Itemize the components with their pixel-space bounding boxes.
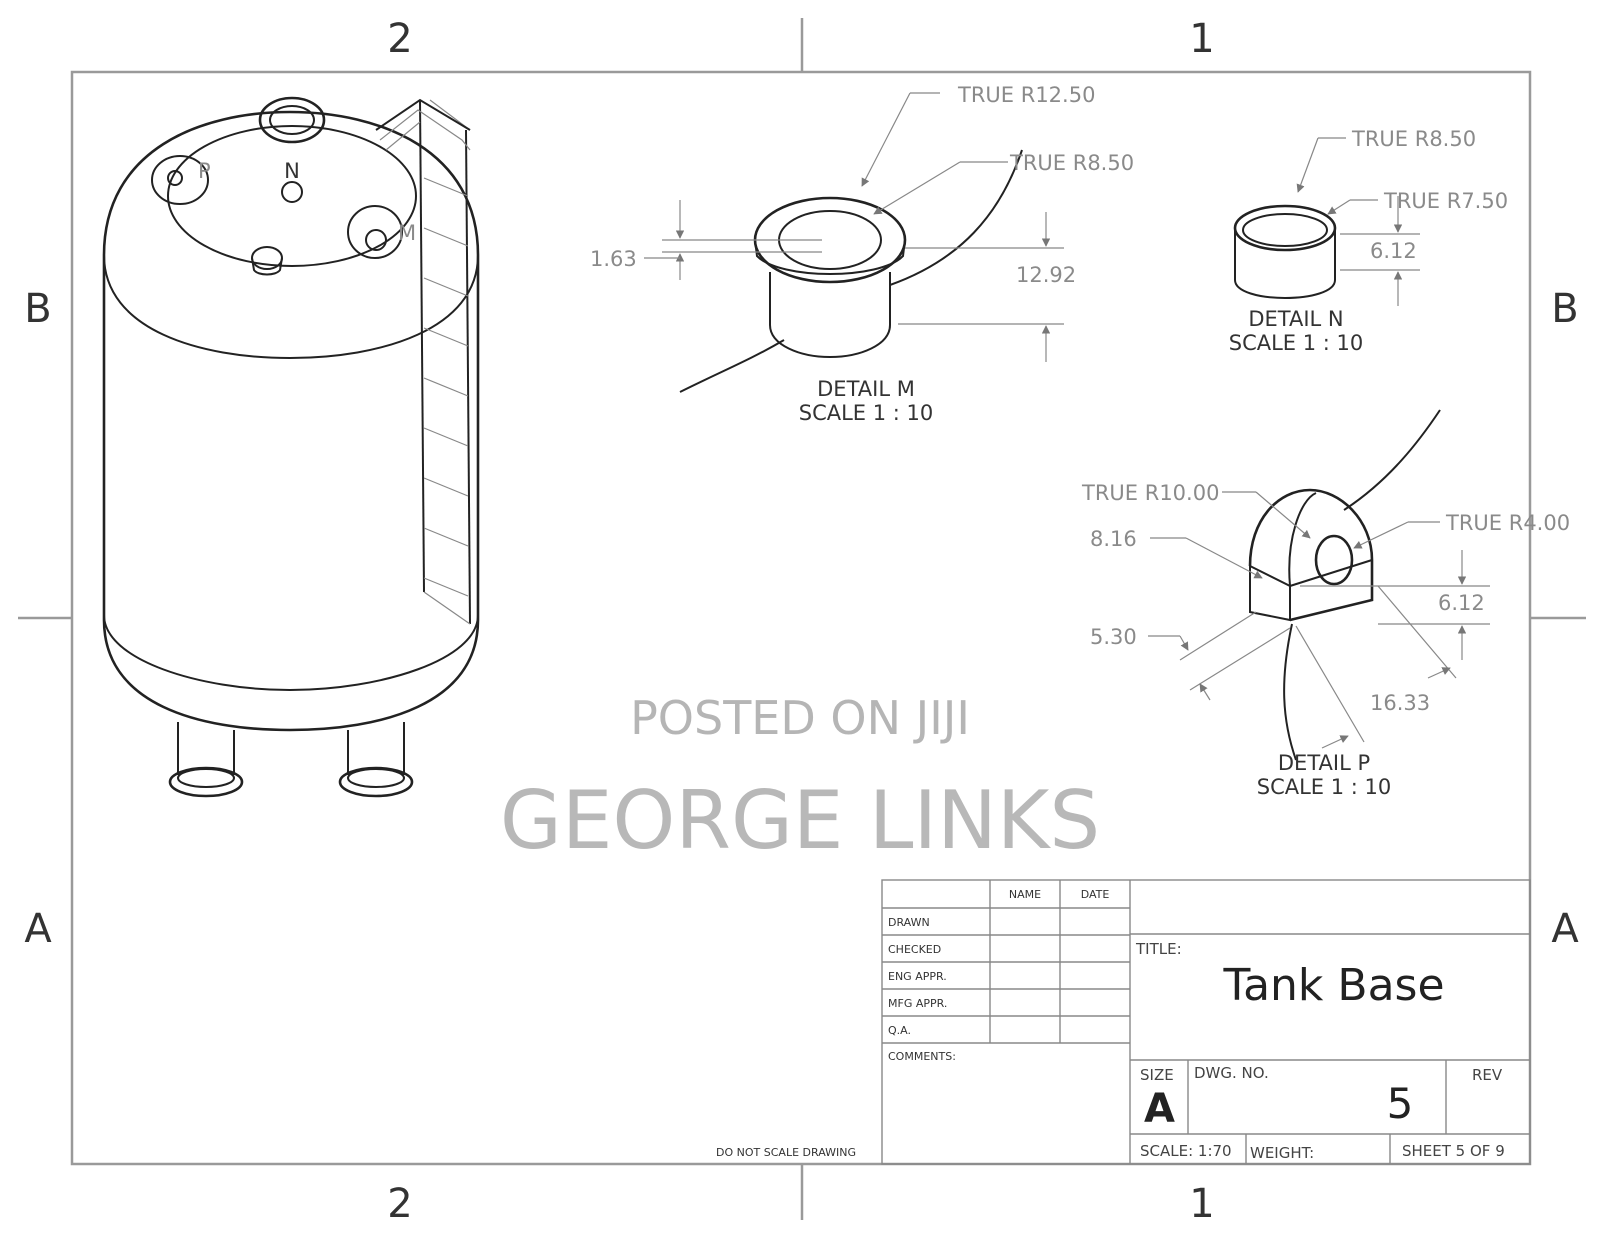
detail-n: TRUE R8.50 TRUE R7.50 6.12 DETAIL N SCAL… — [1229, 127, 1508, 355]
detail-m-dim-flange: 1.63 — [590, 247, 637, 271]
detail-n-r-outer: TRUE R8.50 — [1351, 127, 1476, 151]
watermark-brand: GEORGE LINKS — [500, 774, 1100, 867]
do-not-scale-note: DO NOT SCALE DRAWING — [716, 1146, 856, 1159]
zone-label-right-a: A — [1551, 906, 1579, 952]
tb-sheet: SHEET 5 OF 9 — [1402, 1142, 1505, 1160]
tb-size-label: SIZE — [1140, 1066, 1174, 1084]
tb-scale: SCALE: 1:70 — [1140, 1142, 1232, 1160]
tb-row-qa: Q.A. — [888, 1024, 911, 1037]
tank-isometric-view: N P M — [102, 96, 480, 798]
tb-title: Tank Base — [1222, 960, 1444, 1011]
detail-p-scale: SCALE 1 : 10 — [1257, 775, 1392, 799]
tb-row-mfg-appr: MFG APPR. — [888, 997, 947, 1010]
tb-weight: WEIGHT: — [1250, 1144, 1314, 1162]
detail-p-r-hole: TRUE R4.00 — [1445, 511, 1570, 535]
zone-ticks — [18, 18, 1586, 1220]
port-label-n: N — [284, 159, 300, 183]
tb-row-eng-appr: ENG APPR. — [888, 970, 947, 983]
detail-p-dim-b: 5.30 — [1090, 625, 1137, 649]
tb-row-checked: CHECKED — [888, 943, 941, 956]
tb-row-drawn: DRAWN — [888, 916, 930, 929]
tb-col-name: NAME — [1009, 888, 1041, 901]
detail-n-title: DETAIL N — [1248, 307, 1343, 331]
zone-label-left-a: A — [24, 906, 52, 952]
watermark-posted: POSTED ON JIJI — [630, 691, 970, 745]
zone-label-right-b: B — [1551, 286, 1578, 332]
detail-m-scale: SCALE 1 : 10 — [799, 401, 934, 425]
title-block: NAME DATE DRAWN CHECKED ENG APPR. MFG AP… — [881, 879, 1531, 1165]
detail-m-title: DETAIL M — [817, 377, 915, 401]
zone-label-bottom-2: 2 — [387, 1181, 412, 1227]
zone-label-bottom-1: 1 — [1189, 1181, 1214, 1227]
tb-col-date: DATE — [1081, 888, 1110, 901]
tank-legs — [168, 722, 414, 798]
tank-ladder — [375, 98, 471, 625]
detail-n-r-inner: TRUE R7.50 — [1383, 189, 1508, 213]
port-label-m: M — [398, 221, 416, 245]
detail-m-dim-height: 12.92 — [1016, 263, 1076, 287]
detail-m-r-inner: TRUE R8.50 — [1009, 151, 1134, 175]
tb-dwg-no: 5 — [1387, 1079, 1414, 1128]
detail-n-scale: SCALE 1 : 10 — [1229, 331, 1364, 355]
tb-title-label: TITLE: — [1135, 940, 1182, 958]
detail-m-r-outer: TRUE R12.50 — [957, 83, 1095, 107]
detail-p-dim-d: 16.33 — [1370, 691, 1430, 715]
detail-p-dim-a: 8.16 — [1090, 527, 1137, 551]
detail-p: TRUE R10.00 TRUE R4.00 8.16 5.30 6.12 16… — [1081, 409, 1570, 799]
detail-m: TRUE R12.50 TRUE R8.50 1.63 12.92 DETAIL… — [590, 83, 1134, 425]
zone-label-left-b: B — [24, 286, 51, 332]
tb-size: A — [1144, 1086, 1175, 1132]
tb-dwg-label: DWG. NO. — [1194, 1064, 1269, 1082]
detail-p-dim-c: 6.12 — [1438, 591, 1485, 615]
port-label-p: P — [198, 159, 211, 183]
tb-comments: COMMENTS: — [888, 1050, 956, 1063]
detail-n-dim-height: 6.12 — [1370, 239, 1417, 263]
zone-label-top-1: 1 — [1189, 16, 1214, 62]
zone-label-top-2: 2 — [387, 16, 412, 62]
tb-rev-label: REV — [1472, 1066, 1503, 1084]
detail-p-r-outer: TRUE R10.00 — [1081, 481, 1219, 505]
detail-p-title: DETAIL P — [1278, 751, 1370, 775]
